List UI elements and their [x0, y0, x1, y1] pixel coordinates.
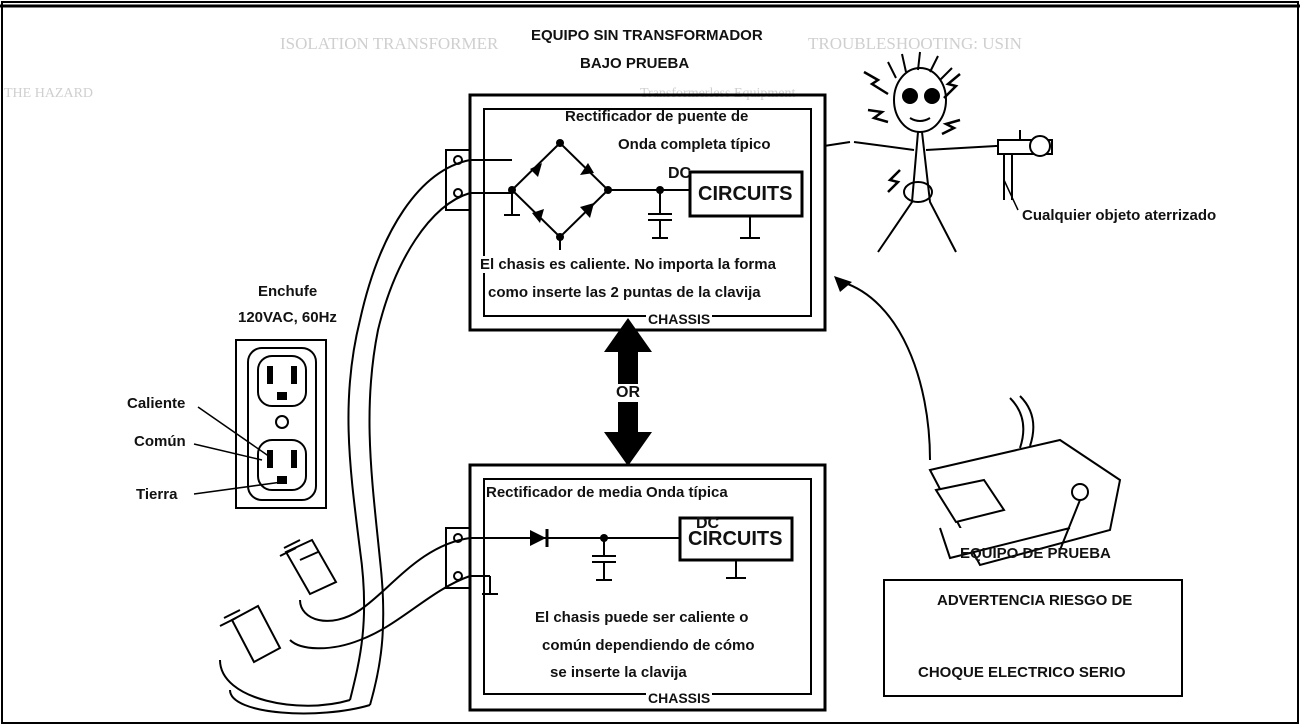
or-label: OR	[615, 384, 641, 402]
outlet-ground-label: Tierra	[136, 486, 178, 503]
test-lead	[841, 281, 931, 461]
shocked-person	[823, 51, 1015, 253]
half-wave-circuit	[470, 537, 680, 595]
title-line1: EQUIPO SIN TRANSFORMADOR	[531, 27, 763, 44]
background-heading-right: ISOLATION TRANSFORMER	[280, 34, 499, 53]
plug-top	[279, 538, 338, 596]
bridge-caption-line1: Rectificador de puente de	[565, 108, 749, 125]
outlet-rating: 120VAC, 60Hz	[238, 309, 337, 326]
top-circuits-box	[688, 170, 804, 218]
bridge-rectifier	[470, 141, 690, 250]
bottom-note-line2: común dependiendo de cómo	[542, 637, 755, 654]
chassis-plug-socket	[445, 149, 471, 589]
test-equipment-label: EQUIPO DE PRUEBA	[960, 545, 1111, 562]
half-wave-caption: Rectificador de media Onda típica	[486, 484, 728, 501]
bottom-dc-label: DC	[696, 515, 720, 532]
warning-line1: ADVERTENCIA RIESGO DE	[937, 592, 1133, 609]
grounded-object-label: Cualquier objeto aterrizado	[1022, 207, 1217, 224]
power-cords	[219, 159, 471, 715]
top-chassis-label: CHASSIS	[646, 311, 713, 327]
outlet-common-label: Común	[134, 433, 186, 450]
outlet-plate	[247, 347, 317, 501]
hot-chassis-note-line2: como inserte las 2 puntas de la clavija	[488, 284, 761, 301]
title-line2: BAJO PRUEBA	[580, 55, 690, 72]
warning-line2: CHOQUE ELECTRICO SERIO	[918, 664, 1126, 681]
outlet-leader-lines	[193, 406, 283, 495]
outlet-title: Enchufe	[258, 283, 318, 300]
bridge-caption-line2: Onda completa típico	[618, 136, 771, 153]
bridge-diodes	[530, 163, 594, 223]
bottom-note-line3: se inserte la clavija	[550, 664, 687, 681]
shock-lightning	[863, 70, 961, 193]
background-heading-left: TROUBLESHOOTING: USIN	[808, 34, 1022, 53]
background-hazard: THE HAZARD	[4, 86, 94, 101]
outlet-frame	[235, 339, 327, 509]
grounded-pipe	[997, 130, 1053, 200]
bottom-chassis-label: CHASSIS	[646, 690, 713, 706]
hot-chassis-note-line1: El chasis es caliente. No importa la for…	[480, 256, 776, 273]
bridge-nodes	[508, 139, 664, 241]
or-double-arrow	[604, 318, 652, 466]
grounded-object-pointer	[1003, 179, 1019, 211]
bottom-note-line1: El chasis puede ser caliente o	[535, 609, 749, 626]
top-circuits-label: CIRCUITS	[698, 183, 793, 205]
half-wave-diode	[530, 530, 546, 546]
plug-bottom	[219, 604, 282, 664]
test-equipment-drawing	[928, 395, 1122, 567]
warning-box	[883, 579, 1183, 697]
bottom-circuits-label: CIRCUITS	[688, 528, 783, 551]
outlet-slots	[267, 366, 297, 484]
outlet-hot-label: Caliente	[127, 395, 186, 412]
top-dc-label: DC	[668, 165, 692, 182]
